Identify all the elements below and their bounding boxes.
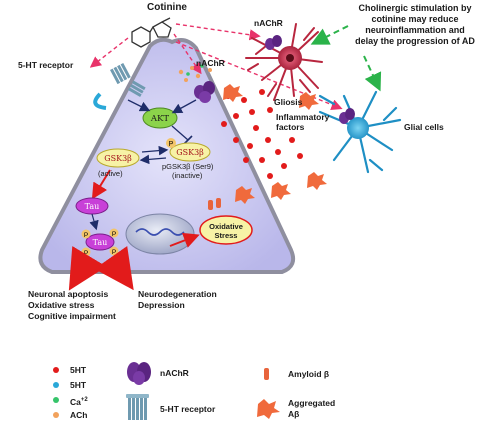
microglia-cell bbox=[245, 23, 323, 101]
gsk-inactive-state: (inactive) bbox=[172, 171, 203, 180]
akt-label: AKT bbox=[150, 114, 169, 124]
tau-p-label: Tau bbox=[93, 238, 108, 247]
nachr-icon bbox=[194, 81, 215, 103]
cotinine-label: Cotinine bbox=[147, 2, 187, 13]
legend-receptor-label: 5-HT receptor bbox=[160, 404, 216, 414]
legend-5ht-red-label: 5HT bbox=[70, 365, 87, 375]
gsk3b-inactive-node bbox=[169, 142, 211, 162]
legend-ca-label: Ca+2 bbox=[70, 396, 88, 407]
cholinergic-arrows bbox=[310, 25, 382, 92]
gsk-active-state: (active) bbox=[98, 169, 123, 178]
cholinergic-callout: Cholinergic stimulation by cotinine may … bbox=[355, 3, 475, 46]
calcium-dots bbox=[186, 64, 204, 76]
akt-inhibit-line bbox=[171, 125, 189, 141]
gsk-forward-arrow bbox=[141, 145, 169, 156]
nachr-akt-arrow bbox=[171, 99, 197, 114]
5ht-receptor-label: 5-HT receptor bbox=[18, 60, 74, 70]
legend-nachr-label: nAChR bbox=[160, 368, 189, 378]
gsk3b-inactive-label: GSK3β bbox=[176, 148, 204, 157]
microglia-nucleus bbox=[286, 54, 294, 62]
5ht-receptor-icon bbox=[110, 62, 146, 97]
apoptosis-arrow bbox=[68, 245, 107, 291]
nucleus bbox=[125, 213, 195, 255]
svg-text:P: P bbox=[112, 249, 116, 256]
receptor-akt-arrow bbox=[127, 99, 151, 112]
gliosis-label: Gliosis bbox=[274, 97, 303, 107]
legend-amyloid-icon bbox=[264, 368, 269, 380]
amyloid-beta-icon bbox=[208, 198, 221, 210]
legend-ach-label: ACh bbox=[70, 410, 88, 420]
gsk3b-active-node bbox=[96, 148, 140, 168]
akt-node bbox=[142, 107, 178, 129]
legend-5ht-red-dot bbox=[53, 367, 59, 373]
legend-5ht-blue-dot bbox=[53, 382, 59, 388]
phospho-p-gsk-label: P bbox=[169, 141, 174, 148]
ach-dots bbox=[178, 66, 212, 82]
legend-amyloid-label: Amyloid β bbox=[288, 369, 330, 379]
legend-5ht-blue-label: 5HT bbox=[70, 380, 87, 390]
legend-nachr-icon bbox=[127, 362, 151, 385]
neuron-soma bbox=[38, 37, 296, 274]
inflammatory-factors-label: Inflammatory factors bbox=[276, 112, 330, 132]
pgsk3b-label: pGSK3β (Ser9) bbox=[162, 162, 214, 171]
oxidative-stress-node bbox=[199, 215, 253, 245]
legend-ca-dot bbox=[53, 397, 59, 403]
legend-aggregated-label: Aggregated Aβ bbox=[288, 398, 336, 419]
glial-cells-label: Glial cells bbox=[404, 122, 444, 132]
gsk-back-arrow bbox=[139, 154, 167, 165]
outcomes-right: Neurodegeneration Depression bbox=[138, 289, 217, 310]
outcomes-left: Neuronal apoptosis Oxidative stress Cogn… bbox=[28, 289, 116, 321]
nachr-neuron-label: nAChR bbox=[196, 58, 225, 68]
nachr-astrocyte-icon bbox=[339, 108, 355, 124]
nachr-glia-icon bbox=[265, 35, 282, 50]
5ht-entry-arrow bbox=[93, 92, 107, 110]
phospho-p-gsk bbox=[166, 138, 176, 148]
tau-phospho-arrow bbox=[89, 213, 99, 231]
inhibit-bar bbox=[183, 135, 193, 145]
oxidative-stress-label: Oxidative Stress bbox=[209, 222, 243, 240]
gsk-tau-arrow bbox=[91, 169, 111, 200]
aggregated-abeta-icon bbox=[223, 84, 327, 204]
dna-icon bbox=[135, 228, 185, 236]
nucleus-stress-arrow bbox=[169, 232, 200, 248]
svg-text:P: P bbox=[84, 250, 88, 257]
inflammatory-factor-dots bbox=[221, 89, 303, 179]
neurodegeneration-arrow bbox=[94, 245, 134, 291]
nachr-top-label: nAChR bbox=[254, 18, 283, 28]
tau-label: Tau bbox=[85, 202, 100, 211]
legend-ach-dot bbox=[53, 412, 59, 418]
legend-aggregated-icon bbox=[257, 399, 280, 419]
astrocyte-body bbox=[347, 117, 369, 139]
svg-text:P: P bbox=[84, 232, 88, 239]
svg-text:P: P bbox=[112, 231, 116, 238]
gsk3b-active-label: GSK3β bbox=[104, 154, 132, 163]
cotinine-molecule-icon bbox=[131, 17, 172, 48]
legend-5ht-receptor-icon bbox=[126, 394, 149, 420]
